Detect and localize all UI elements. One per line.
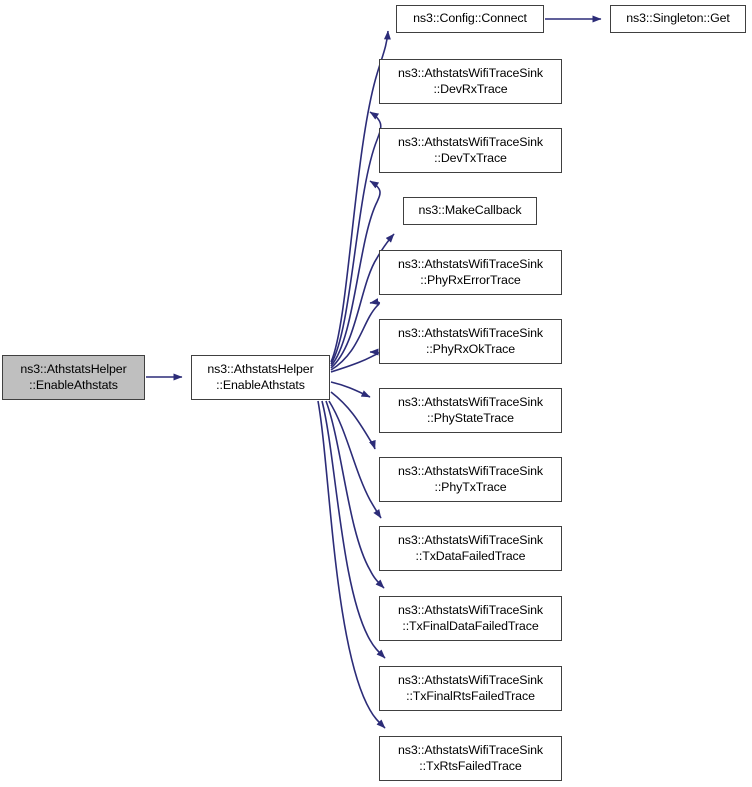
node-label-line: ::TxFinalDataFailedTrace <box>402 618 539 633</box>
node-singleton-get[interactable]: ns3::Singleton::Get <box>610 5 746 33</box>
node-phy-tx-trace[interactable]: ns3::AthstatsWifiTraceSink::PhyTxTrace <box>379 457 562 502</box>
node-phy-rx-error-trace[interactable]: ns3::AthstatsWifiTraceSink::PhyRxErrorTr… <box>379 250 562 295</box>
node-label-line: ::EnableAthstats <box>29 377 118 392</box>
node-phy-rx-ok-trace[interactable]: ns3::AthstatsWifiTraceSink::PhyRxOkTrace <box>379 319 562 364</box>
edge-enable-athstats-to-tx-rts-failed-trace <box>317 400 386 729</box>
node-athstats-helper-enable-athstats-caller[interactable]: ns3::AthstatsHelper::EnableAthstats <box>2 355 145 400</box>
edge-enable-athstats-to-tx-final-data-failed-trace <box>325 400 385 589</box>
node-dev-rx-trace[interactable]: ns3::AthstatsWifiTraceSink::DevRxTrace <box>379 59 562 104</box>
node-label-line: ns3::AthstatsWifiTraceSink <box>398 673 543 687</box>
node-label-line: ::DevTxTrace <box>434 150 507 165</box>
node-label-line: ::PhyTxTrace <box>434 479 507 494</box>
node-tx-data-failed-trace[interactable]: ns3::AthstatsWifiTraceSink::TxDataFailed… <box>379 526 562 571</box>
node-label-line: ::PhyStateTrace <box>427 410 514 425</box>
node-label-line: ::TxRtsFailedTrace <box>419 758 522 773</box>
node-label-line: ns3::AthstatsWifiTraceSink <box>398 66 543 80</box>
node-label-line: ns3::AthstatsWifiTraceSink <box>398 743 543 757</box>
node-label-line: ns3::AthstatsWifiTraceSink <box>398 464 543 478</box>
edge-enable-athstats-to-tx-data-failed-trace <box>328 400 382 519</box>
node-label-line: ns3::AthstatsWifiTraceSink <box>398 533 543 547</box>
node-label-line: ::TxFinalRtsFailedTrace <box>406 688 535 703</box>
edge-enable-athstats-to-phy-state-trace <box>330 381 371 398</box>
node-tx-final-data-failed-trace[interactable]: ns3::AthstatsWifiTraceSink::TxFinalDataF… <box>379 596 562 641</box>
node-label-line: ns3::AthstatsHelper <box>207 362 314 376</box>
edge-enable-athstats-to-dev-rx-trace <box>330 111 382 365</box>
node-make-callback[interactable]: ns3::MakeCallback <box>403 197 537 225</box>
node-athstats-helper-enable-athstats[interactable]: ns3::AthstatsHelper::EnableAthstats <box>191 355 330 400</box>
node-label-line: ::PhyRxOkTrace <box>425 341 516 356</box>
edge-enable-athstats-to-tx-final-rts-failed-trace <box>321 400 386 659</box>
node-label-line: ::EnableAthstats <box>216 377 305 392</box>
node-label-line: ::DevRxTrace <box>433 81 508 96</box>
node-dev-tx-trace[interactable]: ns3::AthstatsWifiTraceSink::DevTxTrace <box>379 128 562 173</box>
node-phy-state-trace[interactable]: ns3::AthstatsWifiTraceSink::PhyStateTrac… <box>379 388 562 433</box>
node-tx-final-rts-failed-trace[interactable]: ns3::AthstatsWifiTraceSink::TxFinalRtsFa… <box>379 666 562 711</box>
node-label-line: ::PhyRxErrorTrace <box>420 272 521 287</box>
node-label-line: ns3::AthstatsHelper <box>20 362 127 376</box>
edge-enable-athstats-to-dev-tx-trace <box>330 180 381 367</box>
node-label-line: ::TxDataFailedTrace <box>415 548 526 563</box>
edge-enable-athstats-to-phy-rx-error-trace <box>330 298 381 371</box>
node-label-line: ns3::AthstatsWifiTraceSink <box>398 326 543 340</box>
edge-enable-athstats-to-phy-tx-trace <box>330 391 376 450</box>
node-label-line: ns3::AthstatsWifiTraceSink <box>398 603 543 617</box>
node-tx-rts-failed-trace[interactable]: ns3::AthstatsWifiTraceSink::TxRtsFailedT… <box>379 736 562 781</box>
node-label-line: ns3::MakeCallback <box>418 203 522 218</box>
node-label-line: ns3::Config::Connect <box>413 11 527 26</box>
node-label-line: ns3::AthstatsWifiTraceSink <box>398 395 543 409</box>
edge-enable-athstats-to-phy-rx-ok-trace <box>330 348 380 373</box>
node-label-line: ns3::AthstatsWifiTraceSink <box>398 257 543 271</box>
node-label-line: ns3::Singleton::Get <box>626 11 730 26</box>
node-config-connect[interactable]: ns3::Config::Connect <box>396 5 544 33</box>
node-label-line: ns3::AthstatsWifiTraceSink <box>398 135 543 149</box>
